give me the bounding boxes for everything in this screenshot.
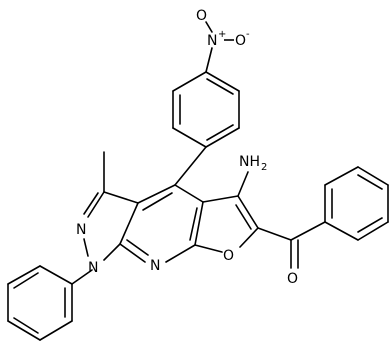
- bond-ph1-3: [7, 320, 41, 341]
- atom-furan-o: O: [223, 248, 234, 264]
- bond-layer: [7, 21, 389, 341]
- bond-py-3: [165, 244, 196, 263]
- bond-n1-ph: [71, 269, 93, 285]
- bond-ph2-5: [324, 166, 359, 186]
- bond-np-1d: [206, 78, 234, 95]
- bond-py-4: [119, 243, 146, 263]
- bond-py-4d: [126, 239, 149, 256]
- atom-amine-h-count: 2: [261, 162, 267, 173]
- bond-ph2-4d: [357, 174, 383, 190]
- bond-np-4: [172, 127, 207, 148]
- atom-nitro-n: N: [207, 33, 217, 49]
- bond-pz-4: [103, 243, 121, 261]
- bond-c2-co: [257, 227, 292, 241]
- bond-co-ph: [290, 221, 326, 241]
- bond-py-2: [194, 201, 204, 246]
- atom-pyrazole-n-lower: N: [88, 260, 98, 276]
- atom-nitro-o-right: O: [235, 33, 246, 49]
- bond-ph1-5: [7, 265, 41, 285]
- bond-py-1: [174, 184, 204, 203]
- bond-np-6: [172, 71, 207, 92]
- bond-pz-3: [83, 238, 89, 257]
- bond-ph1-5d: [13, 272, 39, 289]
- bond-pz-2d: [83, 192, 99, 215]
- label-layer: O N + O - NH 2 N N N O O: [76, 8, 298, 287]
- bond-fu-4: [194, 244, 223, 253]
- bond-py-6d: [142, 192, 173, 211]
- bond-np-1: [205, 71, 240, 92]
- atom-nitro-n-charge: +: [218, 29, 226, 40]
- bond-fu-2d: [235, 204, 252, 230]
- atom-nitro-o-right-charge: -: [246, 29, 250, 40]
- bond-fu-1: [202, 195, 239, 203]
- bond-py-5: [119, 202, 139, 245]
- bond-ph2-4: [357, 166, 389, 186]
- bond-np-3d: [206, 124, 234, 141]
- bond-ph2-2: [357, 221, 389, 241]
- atom-pyridine-n: N: [150, 258, 160, 274]
- bond-ph2-2d: [357, 217, 383, 233]
- atom-pyrazole-n-upper: N: [76, 222, 86, 238]
- bond-ph1-6: [39, 265, 73, 285]
- bond-ph1-2: [39, 320, 73, 341]
- bond-py-6: [137, 184, 176, 204]
- atom-ketone-o: O: [287, 271, 298, 287]
- bond-py-2d: [189, 207, 198, 241]
- atom-amine-n: NH: [239, 154, 260, 170]
- bond-np-core: [174, 146, 207, 186]
- bond-no-top: [205, 21, 213, 33]
- atom-nitro-o-top: O: [196, 8, 207, 24]
- bond-pz-1: [103, 191, 139, 204]
- bond-ph2-1: [324, 221, 359, 241]
- bond-c3-nh2: [237, 171, 249, 197]
- bond-pz-2: [87, 191, 105, 218]
- bond-fu-3: [239, 227, 259, 248]
- bond-fu-2: [237, 195, 259, 229]
- bond-n-aryl: [205, 47, 213, 73]
- bond-np-3: [205, 127, 240, 148]
- bond-ph1-3d: [13, 317, 39, 334]
